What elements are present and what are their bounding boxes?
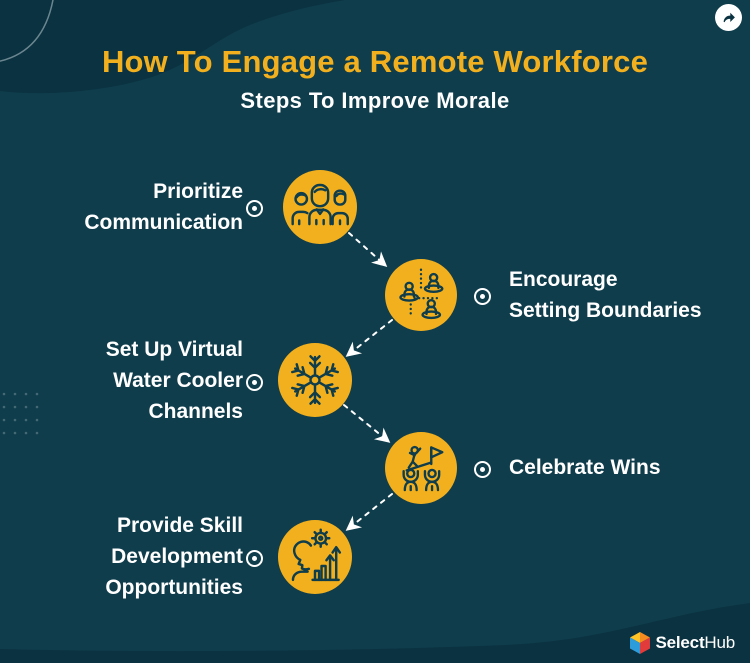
label-line: Communication [84,211,243,234]
page-subtitle: Steps To Improve Morale [240,88,510,113]
step-label-skill-development: Provide Skill Development Opportunities [105,510,243,603]
step-icon-circle [283,170,357,244]
brand-name-bold: Select [655,633,705,652]
step-icon-circle [385,259,457,331]
bullet-dot [480,467,485,472]
label-line: Development [111,545,243,568]
label-line: Encourage [509,268,618,291]
bullet-dot [480,294,485,299]
label-line: Water Cooler [113,369,243,392]
brand-logo: SelectHub [629,632,736,654]
step-bullet-marker [474,288,491,305]
step-icon-circle [385,432,457,504]
dot-grid-decoration [2,392,39,435]
step-label-water-cooler: Set Up Virtual Water Cooler Channels [106,334,243,427]
celebration-flag-icon [402,445,444,492]
label-line: Prioritize [153,180,243,203]
bullet-dot [252,380,257,385]
people-boundaries-icon [399,268,444,320]
snowflake-icon [290,355,340,405]
step-label-celebrate-wins: Celebrate Wins [509,452,661,483]
step-bullet-marker [246,550,263,567]
label-line: Provide Skill [116,514,243,537]
step-bullet-marker [474,461,491,478]
step-label-prioritize-communication: Prioritize Communication [84,176,243,238]
bottom-wave-band [0,603,750,663]
skill-growth-icon [291,528,342,582]
corner-blob-decoration [0,0,345,94]
bullet-dot [252,556,257,561]
brand-cube-icon [629,632,650,654]
step-icon-circle [278,343,352,417]
label-line: Opportunities [105,576,243,599]
share-button[interactable] [715,4,742,31]
bullet-dot [252,206,257,211]
brand-name: SelectHub [655,633,736,653]
step-icon-circle [278,520,352,594]
label-line: Setting Boundaries [509,299,702,322]
step-bullet-marker [246,374,263,391]
share-arrow-icon [723,12,735,23]
brand-name-light: Hub [704,633,735,652]
label-line: Channels [148,400,243,423]
label-line: Set Up Virtual [105,338,243,361]
step-label-encourage-boundaries: Encourage Setting Boundaries [509,264,702,326]
page-title: How To Engage a Remote Workforce [101,44,649,79]
label-line: Celebrate Wins [509,456,661,479]
step-bullet-marker [246,200,263,217]
team-people-icon [291,183,349,226]
